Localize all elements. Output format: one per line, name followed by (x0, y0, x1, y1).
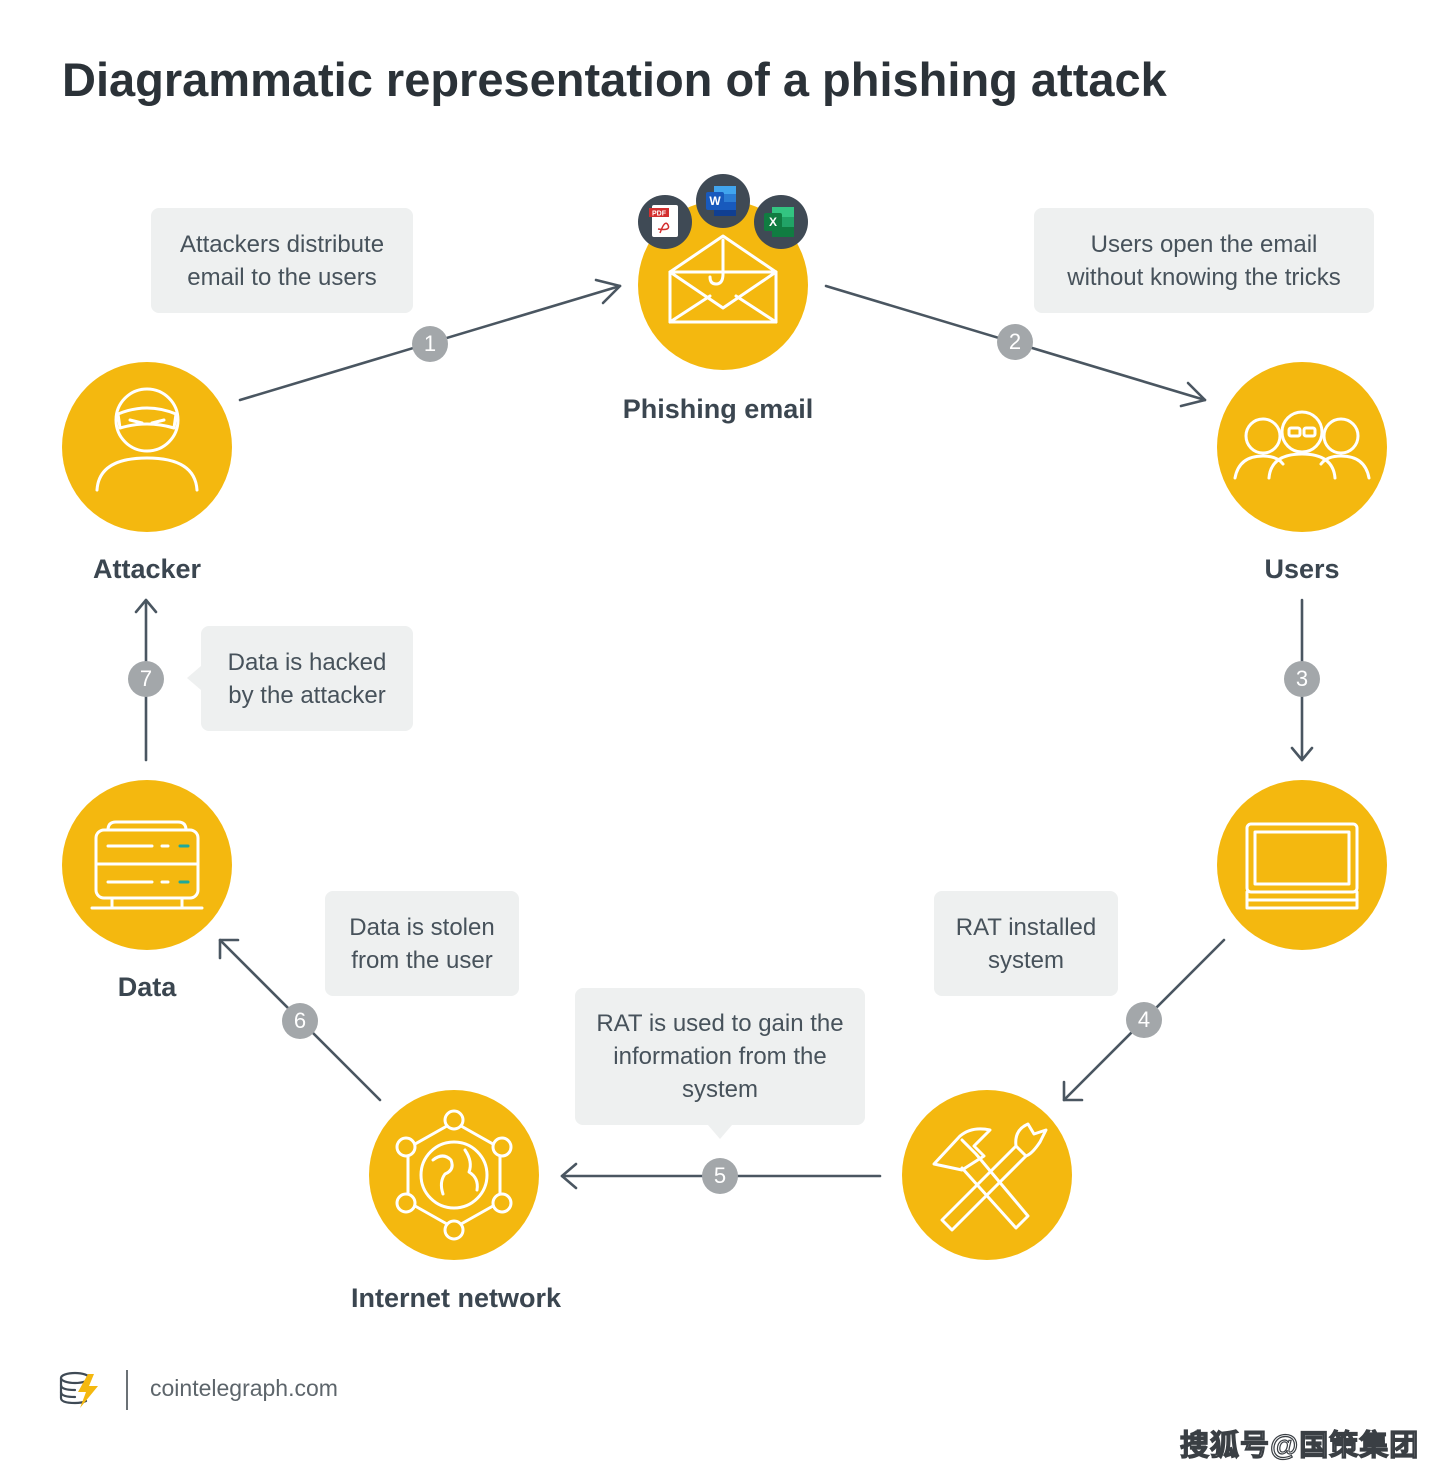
arrow-head-7 (134, 598, 158, 614)
watermark-text: 搜狐号@国策集团 (1179, 1429, 1420, 1462)
rat-tools-node (902, 1090, 1072, 1260)
internet-network-node (369, 1090, 539, 1260)
callout-step-5-line-2: information from the (613, 1043, 827, 1070)
callout-step-5-line-3: system (681, 1076, 758, 1103)
arrow-head-4 (1062, 1080, 1084, 1102)
callout-step-7-line-1: Data is hacked (227, 648, 387, 676)
globe-network-icon (395, 1109, 513, 1241)
step-badge-2: 2 (997, 324, 1033, 360)
callout-step-4-line-1: RAT installed (955, 913, 1097, 941)
step-badge-4: 4 (1126, 1002, 1162, 1038)
excel-file-label: X (769, 215, 777, 229)
callout-step-5-tail (708, 1125, 732, 1139)
callout-step-1: Attackers distribute email to the users (151, 208, 413, 313)
internet-network-label: Internet network (350, 1283, 562, 1313)
arrow-head-3 (1290, 746, 1314, 762)
masked-person-icon (95, 387, 199, 492)
laptop-node (1217, 780, 1387, 950)
word-file-label: W (709, 194, 721, 208)
word-file-icon: W (696, 174, 750, 228)
step-badge-3: 3 (1284, 661, 1320, 697)
footer-separator (126, 1370, 128, 1410)
callout-step-5: RAT is used to gain the information from… (575, 988, 865, 1139)
callout-step-2-line-2: without knowing the tricks (1067, 263, 1341, 291)
callout-step-2-line-1: Users open the email (1090, 230, 1318, 258)
arrow-head-5 (560, 1162, 578, 1190)
step-badge-6: 6 (282, 1003, 318, 1039)
arrow-head-6 (218, 938, 240, 960)
footer-site-link[interactable]: cointelegraph.com (150, 1375, 338, 1401)
phishing-email-node (638, 200, 808, 370)
callout-step-6: Data is stolen from the user (325, 891, 519, 996)
arrow-head-2 (1179, 381, 1207, 408)
callout-step-4-line-2: system (987, 946, 1064, 974)
step-badge-7: 7 (128, 661, 164, 697)
callout-step-7: Data is hacked by the attacker (187, 626, 413, 731)
pdf-file-icon: PDF (638, 195, 692, 249)
page-title: Diagrammatic representation of a phishin… (62, 53, 1167, 106)
hammer-wrench-icon (932, 1122, 1048, 1232)
callout-step-5-line-1: RAT is used to gain the (596, 1010, 844, 1037)
callout-step-2: Users open the email without knowing the… (1034, 208, 1374, 313)
callout-step-7-tail (187, 666, 201, 690)
callout-step-1-line-2: email to the users (187, 263, 377, 291)
arrow-head-1 (594, 278, 622, 305)
callout-step-7-line-2: by the attacker (228, 681, 386, 709)
attacker-node (62, 362, 232, 532)
phishing-email-label: Phishing email (622, 394, 814, 424)
callout-step-6-line-1: Data is stolen (349, 913, 495, 941)
data-node (62, 780, 232, 950)
data-label: Data (117, 972, 177, 1002)
cointelegraph-logo-icon (59, 1371, 98, 1408)
users-group-icon (1233, 410, 1371, 480)
callout-step-1-line-1: Attackers distribute (179, 230, 385, 258)
attacker-label: Attacker (92, 554, 202, 584)
users-node (1217, 362, 1387, 532)
excel-file-icon: X (754, 195, 808, 249)
step-badge-5: 5 (702, 1158, 738, 1194)
server-icon (90, 820, 204, 910)
pdf-file-label: PDF (652, 211, 667, 218)
users-label: Users (1264, 554, 1340, 584)
laptop-icon (1245, 822, 1359, 910)
callout-step-4: RAT installed system (934, 891, 1118, 996)
callout-step-6-line-2: from the user (351, 946, 493, 974)
email-hook-icon (668, 234, 778, 324)
step-badge-1: 1 (412, 326, 448, 362)
